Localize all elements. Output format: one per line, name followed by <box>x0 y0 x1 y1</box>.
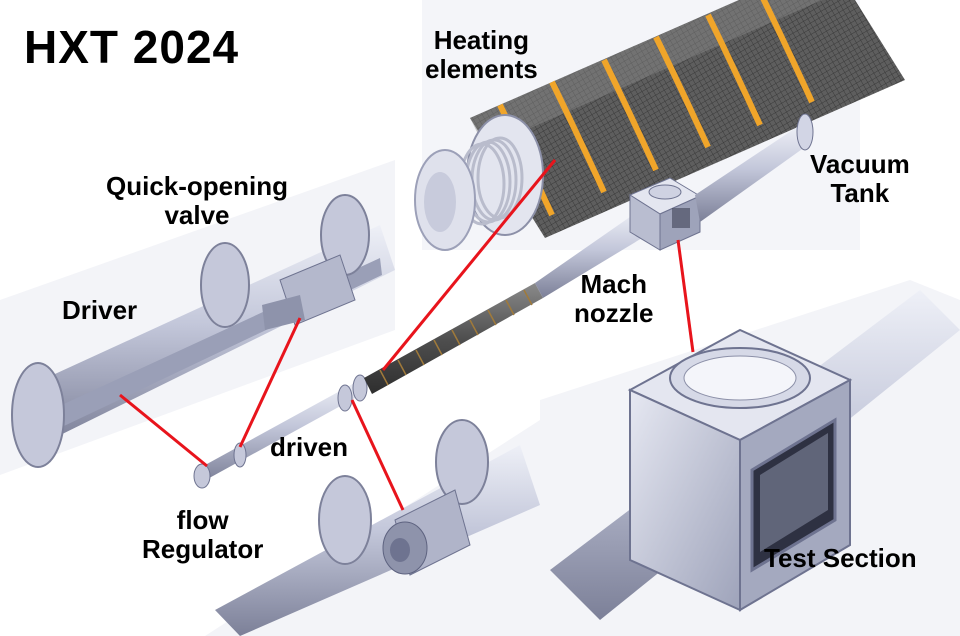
label-vacuum-line2: Tank <box>830 178 890 209</box>
label-quick-opening-valve: Quick-opening valve <box>106 171 288 231</box>
label-quick-line2: valve <box>164 200 230 231</box>
diagram-title: HXT 2024 <box>24 21 240 73</box>
callout-lines <box>119 159 695 511</box>
label-heating-elements: Heating elements <box>425 25 538 85</box>
label-vacuum-line1: Vacuum <box>810 149 910 179</box>
label-test-section: Test Section <box>764 543 917 573</box>
callout-quick-valve <box>238 317 302 448</box>
label-flow-regulator: flow Regulator <box>142 505 264 565</box>
heating-elements-inset <box>414 0 905 251</box>
label-mach-nozzle: Mach nozzle <box>574 269 654 329</box>
test-section-inset <box>540 280 960 636</box>
label-driver: Driver <box>62 295 138 325</box>
main-tube-assembly <box>193 113 814 489</box>
callout-test-section <box>676 239 695 353</box>
label-mach-line1: Mach <box>580 269 647 299</box>
label-flow-line1: flow <box>176 505 229 535</box>
callout-driver <box>119 393 208 468</box>
label-flow-line2: Regulator <box>142 534 264 565</box>
label-driven: driven <box>270 432 349 462</box>
callout-heating <box>381 159 557 371</box>
driver-valve-inset <box>0 160 395 475</box>
label-heating-line2: elements <box>425 54 538 85</box>
label-heating-line1: Heating <box>433 25 530 55</box>
label-vacuum-tank: Vacuum Tank <box>810 149 910 209</box>
label-mach-line2: nozzle <box>574 298 654 329</box>
flow-regulator-inset <box>205 419 540 636</box>
label-quick-line1: Quick-opening <box>106 171 288 201</box>
callout-flow-regulator <box>350 399 405 511</box>
